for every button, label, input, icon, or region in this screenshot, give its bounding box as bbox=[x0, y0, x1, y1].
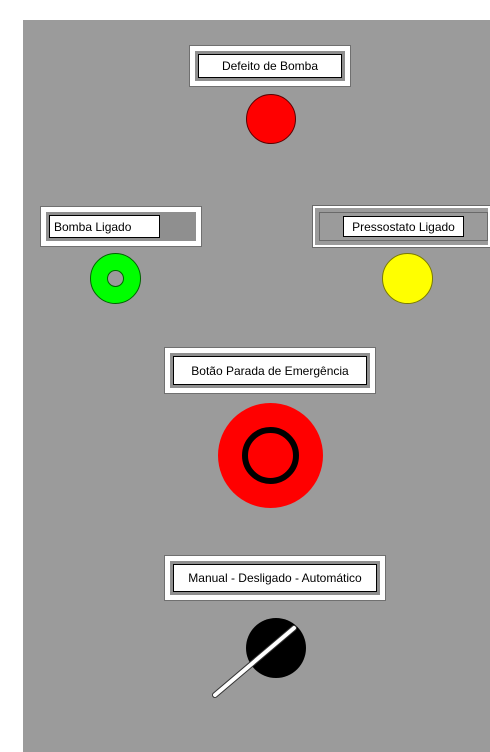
pump-on-label-border: Bomba Ligado bbox=[46, 212, 196, 241]
emergency-stop-button[interactable] bbox=[218, 403, 323, 508]
pump-on-lamp-center bbox=[107, 270, 124, 287]
pump-fault-label: Defeito de Bomba bbox=[198, 54, 342, 78]
pump-on-label: Bomba Ligado bbox=[49, 215, 160, 238]
emergency-stop-label-border: Botão Parada de Emergência bbox=[170, 353, 370, 388]
mode-selector-label-frame: Manual - Desligado - Automático bbox=[164, 555, 386, 601]
pump-on-lamp bbox=[90, 253, 141, 304]
emergency-stop-label-frame: Botão Parada de Emergência bbox=[164, 347, 376, 394]
pressure-switch-lamp bbox=[382, 253, 433, 304]
pressure-switch-label-frame: Pressostato Ligado bbox=[312, 205, 490, 248]
pump-on-label-frame: Bomba Ligado bbox=[40, 206, 202, 247]
pressure-switch-label-border: Pressostato Ligado bbox=[319, 212, 488, 241]
emergency-stop-ring-icon bbox=[242, 427, 299, 484]
pump-fault-lamp bbox=[246, 94, 296, 144]
pump-fault-label-frame: Defeito de Bomba bbox=[189, 45, 351, 87]
mode-selector-label: Manual - Desligado - Automático bbox=[173, 564, 377, 592]
mode-selector-switch[interactable] bbox=[209, 618, 309, 700]
emergency-stop-label: Botão Parada de Emergência bbox=[173, 356, 367, 385]
pump-fault-label-border: Defeito de Bomba bbox=[195, 51, 345, 81]
pressure-switch-label: Pressostato Ligado bbox=[343, 216, 464, 237]
selector-lever-icon bbox=[213, 626, 296, 697]
mode-selector-label-border: Manual - Desligado - Automático bbox=[170, 561, 380, 595]
selector-knob[interactable] bbox=[246, 618, 306, 678]
